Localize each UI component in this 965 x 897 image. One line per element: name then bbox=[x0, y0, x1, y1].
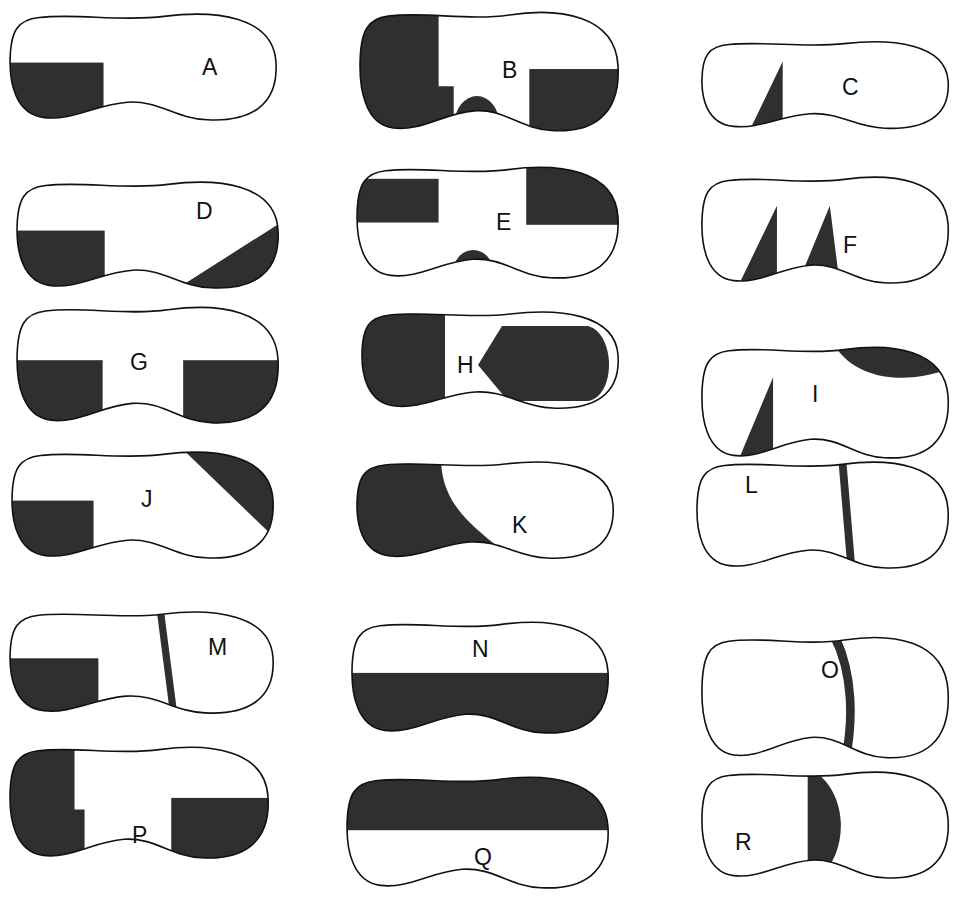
sole-outline: F bbox=[700, 175, 950, 285]
sole-shape bbox=[8, 12, 278, 122]
shaded-area bbox=[6, 743, 272, 867]
figure-letter: M bbox=[208, 636, 227, 659]
figure-letter: A bbox=[202, 56, 217, 79]
sole-border bbox=[702, 42, 948, 129]
shaded-area bbox=[10, 448, 277, 567]
shaded-area bbox=[360, 310, 609, 415]
sole-outline: A bbox=[8, 12, 278, 122]
shaded-area bbox=[353, 458, 497, 564]
sole-outline: L bbox=[695, 460, 950, 570]
figure-letter: B bbox=[502, 59, 517, 82]
figure-letter: D bbox=[196, 200, 213, 223]
sole-shape bbox=[355, 165, 620, 280]
shaded-area bbox=[799, 206, 840, 290]
shaded-area bbox=[8, 608, 174, 721]
figure-letter: O bbox=[821, 659, 839, 682]
sole-shape bbox=[700, 175, 950, 285]
sole-shape bbox=[355, 460, 615, 560]
sole-shape bbox=[360, 310, 620, 410]
sole-outline: M bbox=[8, 610, 275, 715]
sole-outline: N bbox=[350, 620, 610, 735]
sole-ground bbox=[702, 42, 948, 129]
shaded-area bbox=[455, 96, 499, 150]
figure-letter: C bbox=[842, 76, 859, 99]
figure-letter: R bbox=[735, 831, 752, 854]
figure-letter: F bbox=[843, 234, 857, 257]
shaded-area bbox=[526, 165, 623, 225]
figure-letter: G bbox=[130, 351, 148, 374]
shaded-area bbox=[358, 10, 625, 150]
sole-border bbox=[360, 12, 618, 130]
sole-border bbox=[347, 777, 608, 888]
sole-shape bbox=[345, 775, 610, 890]
sole-outline: O bbox=[700, 635, 950, 760]
sole-ground bbox=[702, 638, 948, 758]
sole-outline: P bbox=[8, 745, 270, 860]
sole-outline: H bbox=[360, 310, 620, 410]
sole-border bbox=[362, 312, 618, 408]
figure-letter: L bbox=[745, 474, 758, 497]
shaded-area bbox=[833, 633, 851, 766]
shaded-area bbox=[181, 448, 277, 540]
sole-shape bbox=[8, 610, 275, 715]
sole-outline: K bbox=[355, 460, 615, 560]
sole-border bbox=[12, 452, 273, 558]
sole-border bbox=[702, 772, 948, 878]
sole-outline: C bbox=[700, 40, 950, 130]
sole-shape bbox=[695, 460, 950, 570]
sole-outline: B bbox=[358, 10, 620, 133]
sole-border bbox=[17, 182, 278, 288]
sole-outline: I bbox=[700, 345, 950, 460]
shaded-area bbox=[453, 250, 494, 296]
sole-outline: J bbox=[10, 450, 275, 560]
shaded-area bbox=[353, 458, 497, 564]
figure-letter: H bbox=[457, 354, 474, 377]
figure-letter: P bbox=[132, 824, 147, 847]
sole-outline: R bbox=[700, 770, 950, 880]
sole-border bbox=[702, 177, 948, 283]
sole-shape bbox=[700, 635, 950, 760]
figure-letter: Q bbox=[474, 846, 492, 869]
figure-letter: K bbox=[512, 514, 527, 537]
sole-border bbox=[357, 462, 613, 558]
sole-border bbox=[357, 167, 618, 278]
sole-outline: D bbox=[15, 180, 280, 290]
sole-shape bbox=[15, 180, 280, 290]
sole-shape bbox=[700, 40, 950, 130]
sole-ground bbox=[697, 462, 948, 568]
sole-shape bbox=[700, 770, 950, 880]
sole-outline: Q bbox=[345, 775, 610, 890]
shaded-area bbox=[833, 633, 851, 766]
shaded-area bbox=[808, 768, 841, 885]
sole-border bbox=[702, 347, 948, 458]
sole-border bbox=[702, 638, 948, 758]
sole-border bbox=[697, 462, 948, 568]
sole-border bbox=[10, 747, 268, 858]
shaded-area bbox=[737, 377, 774, 464]
shaded-area bbox=[478, 326, 609, 401]
shaded-area bbox=[355, 179, 439, 223]
figure-letter: J bbox=[141, 488, 153, 511]
figure-letter: I bbox=[812, 383, 818, 406]
shaded-area bbox=[737, 206, 777, 290]
sole-shape bbox=[700, 345, 950, 460]
sole-outline: G bbox=[15, 305, 280, 425]
sole-border bbox=[10, 14, 276, 120]
sole-border bbox=[17, 307, 278, 422]
shaded-area bbox=[808, 768, 841, 885]
shaded-area bbox=[355, 165, 623, 296]
figure-letter: E bbox=[496, 211, 511, 234]
sole-outline: E bbox=[355, 165, 620, 280]
sole-border bbox=[352, 622, 608, 733]
figure-letter: N bbox=[472, 638, 489, 661]
sole-shape bbox=[358, 10, 620, 133]
shaded-area bbox=[737, 206, 841, 290]
shaded-area bbox=[360, 310, 445, 415]
sole-border bbox=[10, 612, 273, 713]
